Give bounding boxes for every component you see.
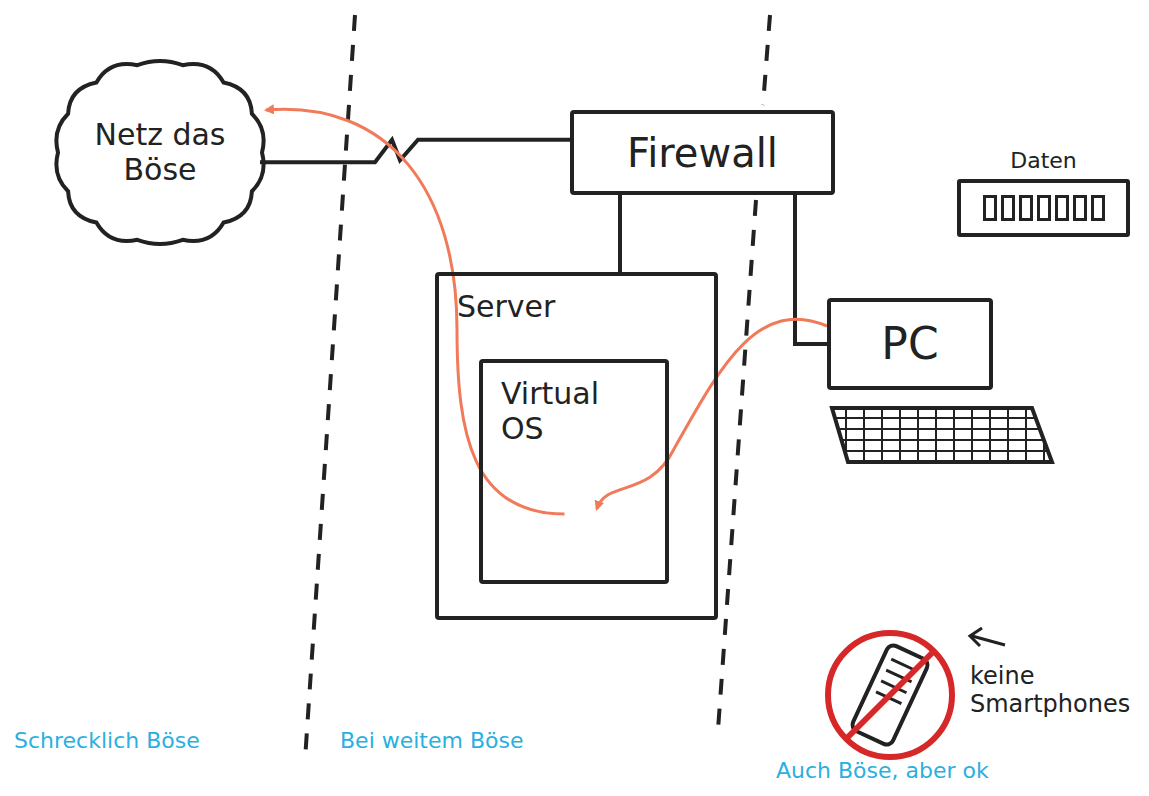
disk-slot (1073, 195, 1087, 221)
firewall-box: Firewall (570, 110, 835, 195)
disk-slot (983, 195, 997, 221)
zone-label: Auch Böse, aber ok (776, 758, 989, 783)
disk-slot (1001, 195, 1015, 221)
flow-arrow (266, 109, 565, 514)
crossed-smartphone (828, 633, 952, 757)
pc-box: PC (827, 298, 993, 390)
keyboard (832, 408, 1052, 462)
storage-box: Daten (957, 148, 1130, 245)
node-label: Server (457, 290, 555, 325)
cloud-node: Netz das Böse (50, 55, 270, 250)
network-link (260, 140, 570, 163)
node-label: PC (881, 319, 938, 370)
disk-slot (1019, 195, 1033, 221)
virtual-os-box: Virtual OS (479, 359, 669, 584)
zone-label: Bei weitem Böse (340, 728, 524, 753)
server-box: ServerVirtual OS (435, 272, 718, 620)
node-label: Firewall (627, 130, 778, 176)
storage-array (957, 179, 1130, 237)
network-link (618, 195, 622, 272)
leader-arrow (970, 628, 1005, 646)
node-label: Netz das Böse (85, 118, 235, 187)
flow-arrow (597, 319, 827, 509)
node-label: Virtual OS (501, 377, 647, 446)
disk-slot (1037, 195, 1051, 221)
node-label: Daten (1010, 148, 1077, 173)
note-label: keine Smartphones (970, 662, 1140, 718)
zone-label: Schrecklich Böse (14, 728, 200, 753)
disk-slot (1055, 195, 1069, 221)
disk-slot (1091, 195, 1105, 221)
zone-divider (305, 15, 770, 760)
